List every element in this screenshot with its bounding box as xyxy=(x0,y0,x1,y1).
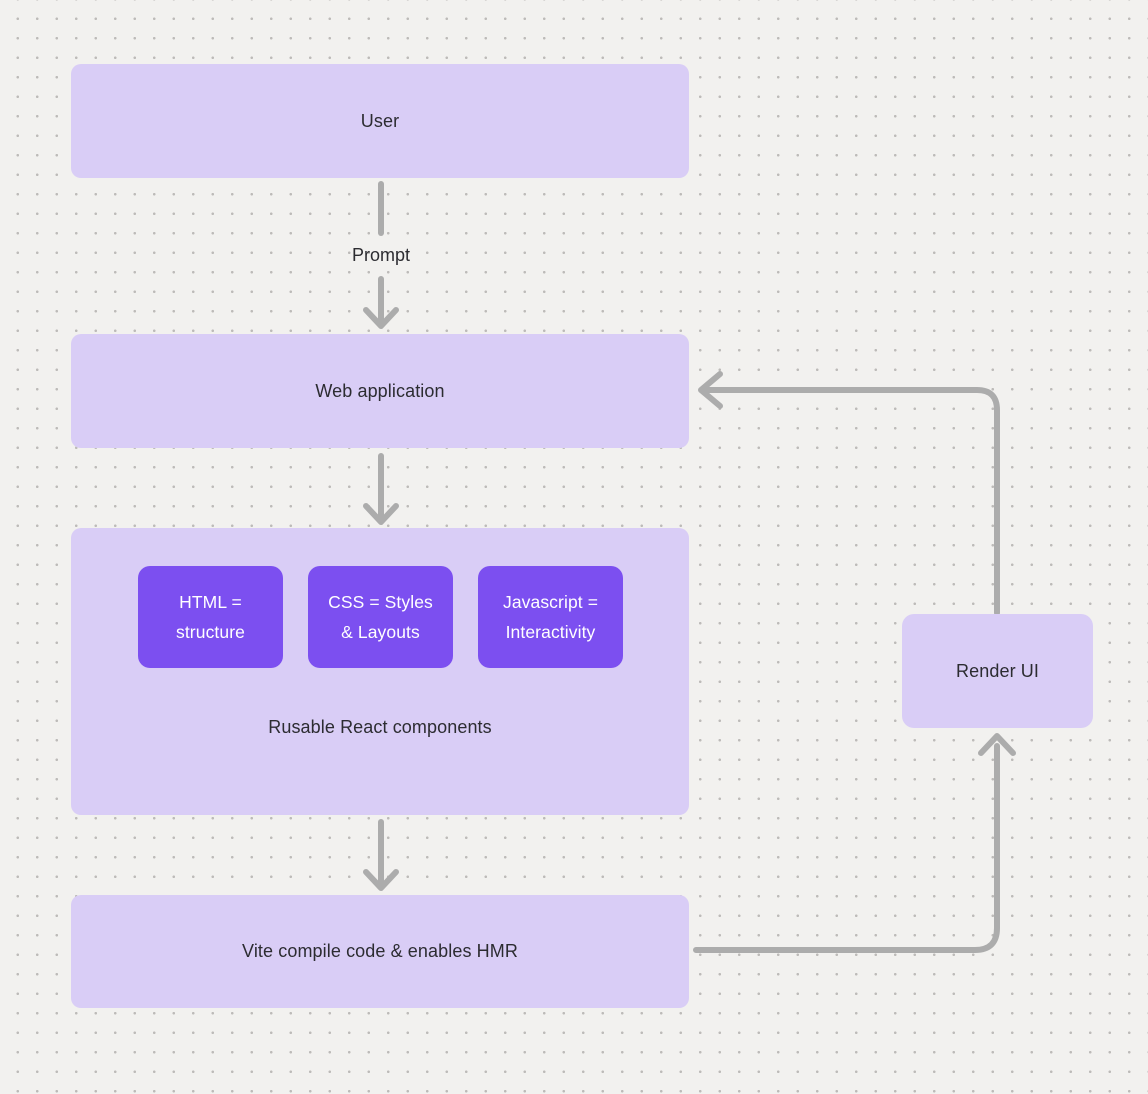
node-vite: Vite compile code & enables HMR xyxy=(71,895,689,1008)
node-web-application: Web application xyxy=(71,334,689,448)
node-web-application-label: Web application xyxy=(315,380,445,401)
chip-html: HTML = structure xyxy=(138,566,283,668)
edge-vite-to-render-arrowhead xyxy=(978,733,1016,756)
chip-css: CSS = Styles & Layouts xyxy=(308,566,453,668)
node-user: User xyxy=(71,64,689,178)
chip-html-line1: HTML = xyxy=(179,592,242,612)
node-render-ui: Render UI xyxy=(902,614,1093,728)
chip-css-line2: & Layouts xyxy=(341,622,420,642)
edge-components-to-vite-arrowhead xyxy=(363,869,399,891)
edge-render-to-web-arrowhead xyxy=(698,371,723,409)
node-react-components-group: HTML = structure CSS = Styles & Layouts … xyxy=(71,528,689,815)
node-render-ui-label: Render UI xyxy=(956,660,1039,681)
chip-javascript-line2: Interactivity xyxy=(505,622,596,642)
node-vite-label: Vite compile code & enables HMR xyxy=(242,941,518,961)
edge-label-prompt: Prompt xyxy=(351,245,411,265)
edge-vite-to-render-line xyxy=(693,743,1000,953)
edge-render-to-web-line xyxy=(705,387,1000,616)
chip-javascript-line1: Javascript = xyxy=(502,592,599,612)
react-components-caption: Rusable React components xyxy=(268,717,492,737)
chip-javascript: Javascript = Interactivity xyxy=(478,566,623,668)
edge-user-to-web-arrowhead xyxy=(363,307,399,329)
chip-css-line1: CSS = Styles xyxy=(328,592,433,612)
node-user-label: User xyxy=(360,110,400,131)
chip-html-line2: structure xyxy=(176,622,245,642)
edge-web-to-components-arrowhead xyxy=(363,503,399,525)
